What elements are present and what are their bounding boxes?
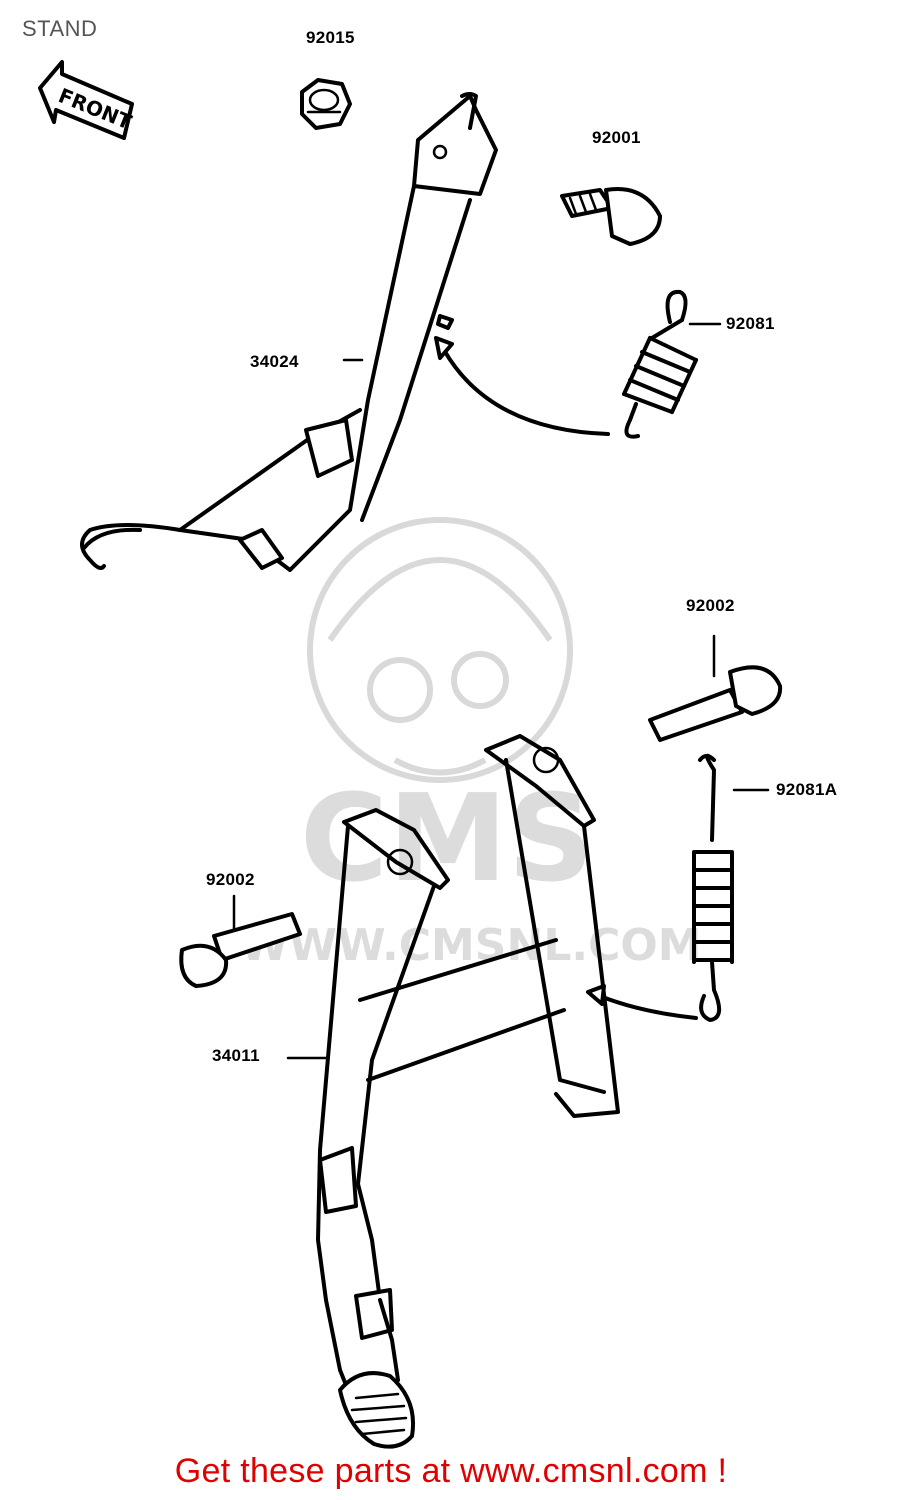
footer-link-text[interactable]: Get these parts at www.cmsnl.com ! bbox=[174, 1452, 728, 1490]
spring-92081A-drawing bbox=[692, 753, 770, 1022]
spring-92081A-arrow bbox=[598, 994, 698, 1020]
part-number-label-34024: 34024 bbox=[250, 352, 299, 371]
front-direction-arrow: FRONT bbox=[38, 60, 135, 140]
part-number-label-92002-right: 92002 bbox=[686, 596, 735, 615]
page-title: STAND bbox=[22, 16, 98, 41]
side-stand-34024-drawing bbox=[80, 92, 498, 572]
bolt-92001-drawing bbox=[560, 187, 662, 246]
spring-hook-arrowhead bbox=[434, 336, 454, 360]
part-number-label-92081A: 92081A bbox=[776, 780, 838, 799]
cmsnl-watermark: CMS WWW.CMSNL.COM bbox=[240, 517, 702, 971]
part-number-label-92002-left: 92002 bbox=[206, 870, 255, 889]
nut-92015-drawing bbox=[300, 78, 352, 130]
center-stand-34011-drawing bbox=[286, 734, 620, 1449]
part-number-label-92015: 92015 bbox=[306, 28, 355, 47]
part-number-label-92001: 92001 bbox=[592, 128, 641, 147]
spring-92081-drawing bbox=[622, 289, 722, 439]
spring-hook-arrow bbox=[442, 348, 610, 436]
bolt-92002-right-drawing bbox=[648, 634, 783, 742]
bolt-92002-left-drawing bbox=[179, 894, 302, 988]
watermark-url-text: WWW.CMSNL.COM bbox=[240, 920, 702, 971]
part-number-label-34011: 34011 bbox=[212, 1046, 260, 1065]
part-number-label-92081: 92081 bbox=[726, 314, 775, 333]
